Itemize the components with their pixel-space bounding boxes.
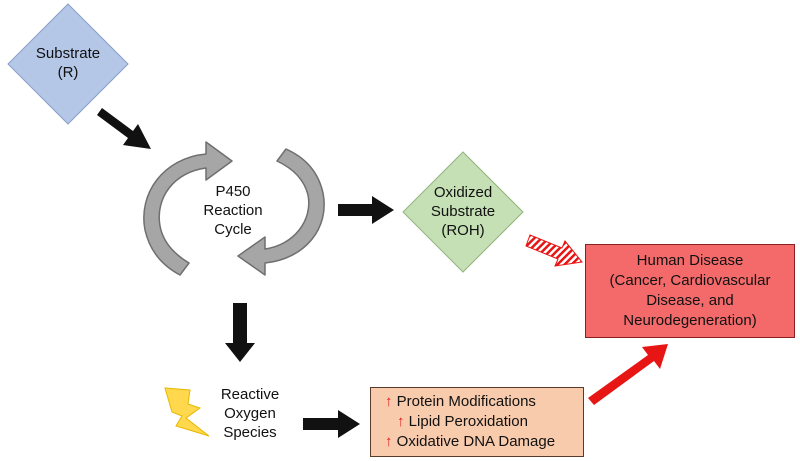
substrate-line-2: (R) xyxy=(57,64,79,81)
arrow-substrate-to-cycle xyxy=(97,108,151,149)
disease-line-1: Human Disease xyxy=(636,252,744,269)
ros-line-1: Reactive xyxy=(220,386,280,403)
ros-line-3: Species xyxy=(223,424,277,441)
oxidized-substrate-label: Oxidized Substrate (ROH) xyxy=(413,183,513,240)
lightning-bolt-icon xyxy=(164,387,210,437)
oxidized-line-3: (ROH) xyxy=(441,222,485,239)
substrate-line-1: Substrate xyxy=(35,45,101,62)
substrate-label: Substrate (R) xyxy=(18,44,118,82)
oxidized-line-1: Oxidized xyxy=(433,184,493,201)
ros-label: Reactive Oxygen Species xyxy=(205,385,295,442)
effects-box: ↑ Protein Modifications ↑ Lipid Peroxida… xyxy=(370,387,584,457)
cycle-line-1: P450 xyxy=(215,183,251,200)
up-arrow-icon: ↑ xyxy=(397,413,405,430)
cycle-arrows xyxy=(143,141,325,276)
arrow-cycle-to-ros xyxy=(225,303,255,362)
substrate-diamond xyxy=(7,3,129,125)
effect-item: ↑ Lipid Peroxidation xyxy=(385,412,583,432)
cycle-arrow-top xyxy=(143,141,233,276)
cycle-line-3: Cycle xyxy=(214,221,252,238)
effect-item: ↑ Oxidative DNA Damage xyxy=(385,432,583,452)
effect-item: ↑ Protein Modifications xyxy=(385,392,583,412)
up-arrow-icon: ↑ xyxy=(385,393,393,410)
cycle-line-2: Reaction xyxy=(203,202,263,219)
arrow-effects-to-disease xyxy=(588,344,668,405)
arrow-ros-to-effects xyxy=(303,410,360,438)
arrow-oxidized-to-disease xyxy=(525,234,583,267)
disease-line-4: Neurodegeneration) xyxy=(623,312,757,329)
up-arrow-icon: ↑ xyxy=(385,433,393,450)
effect-label: Lipid Peroxidation xyxy=(408,413,528,430)
effect-label: Oxidative DNA Damage xyxy=(396,433,556,450)
disease-line-2: (Cancer, Cardiovascular xyxy=(609,272,771,289)
p450-cycle-label: P450 Reaction Cycle xyxy=(188,182,278,239)
oxidized-line-2: Substrate xyxy=(430,203,496,220)
arrow-cycle-to-oxidized xyxy=(338,196,394,224)
human-disease-box: Human Disease (Cancer, Cardiovascular Di… xyxy=(585,244,795,338)
oxidized-substrate-diamond xyxy=(402,151,524,273)
ros-line-2: Oxygen xyxy=(224,405,276,422)
disease-line-3: Disease, and xyxy=(646,292,734,309)
effect-label: Protein Modifications xyxy=(396,393,536,410)
cycle-arrow-bottom xyxy=(237,148,325,276)
